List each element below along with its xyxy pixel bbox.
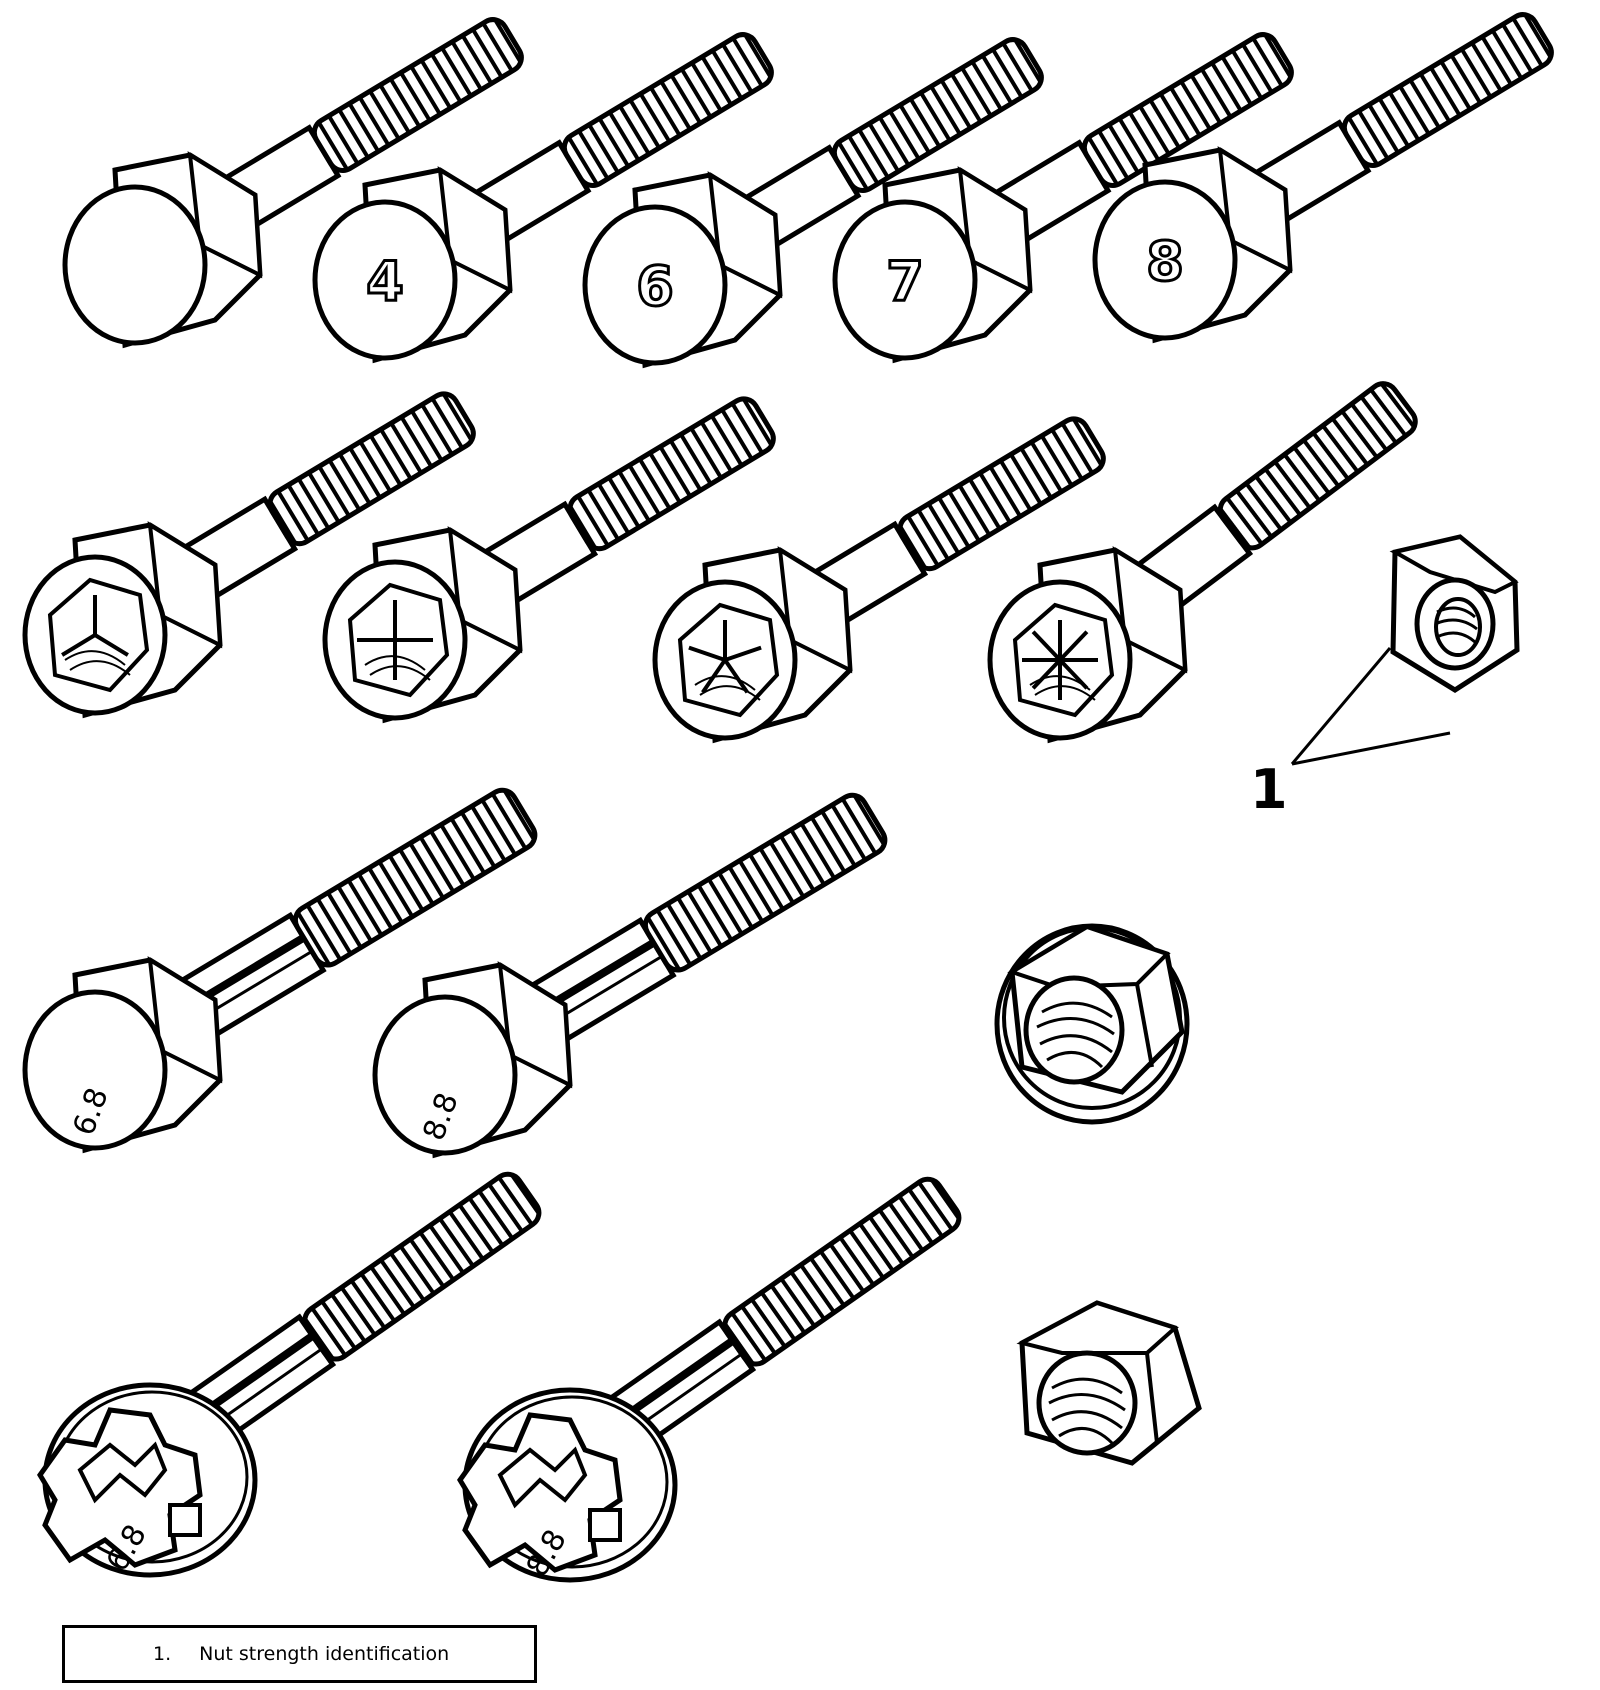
legend-number: 1.	[153, 1643, 172, 1665]
legend-text: Nut strength identification	[199, 1643, 450, 1665]
hex-bolt-grade: 8.8	[372, 792, 888, 1159]
legend-box: 1. Nut strength identification	[62, 1625, 537, 1683]
hex-bolt-recessed-4	[322, 396, 776, 724]
hex-bolt-row1: 6	[582, 37, 1044, 369]
flange-torx-bolt: 8.8	[457, 1176, 962, 1583]
hex-bolt-row1: 8	[1092, 12, 1554, 344]
bolt-head-marking: 4	[366, 250, 404, 313]
hex-bolt-grade: 6.8	[22, 787, 538, 1154]
callout-leader-lines	[1290, 647, 1451, 766]
hex-bolt-recessed-3	[22, 391, 476, 719]
bolt-head-marking: 8	[1146, 230, 1184, 293]
hex-bolt-row1: 7	[832, 32, 1294, 364]
hex-nut	[1016, 1300, 1202, 1466]
flange-nut	[994, 923, 1190, 1125]
hex-bolt-recessed-8	[987, 381, 1418, 744]
flange-torx-bolt: 6.8	[37, 1171, 542, 1578]
bolt-head-marking: 7	[886, 250, 924, 313]
hex-bolt-recessed-5	[652, 416, 1106, 744]
nut-with-strength-mark	[1389, 534, 1520, 693]
hex-bolt-row1	[62, 17, 524, 349]
bolt-head-marking: 6	[636, 255, 674, 318]
hex-bolt-row1: 4	[312, 32, 774, 364]
callout-number: 1	[1250, 758, 1288, 821]
